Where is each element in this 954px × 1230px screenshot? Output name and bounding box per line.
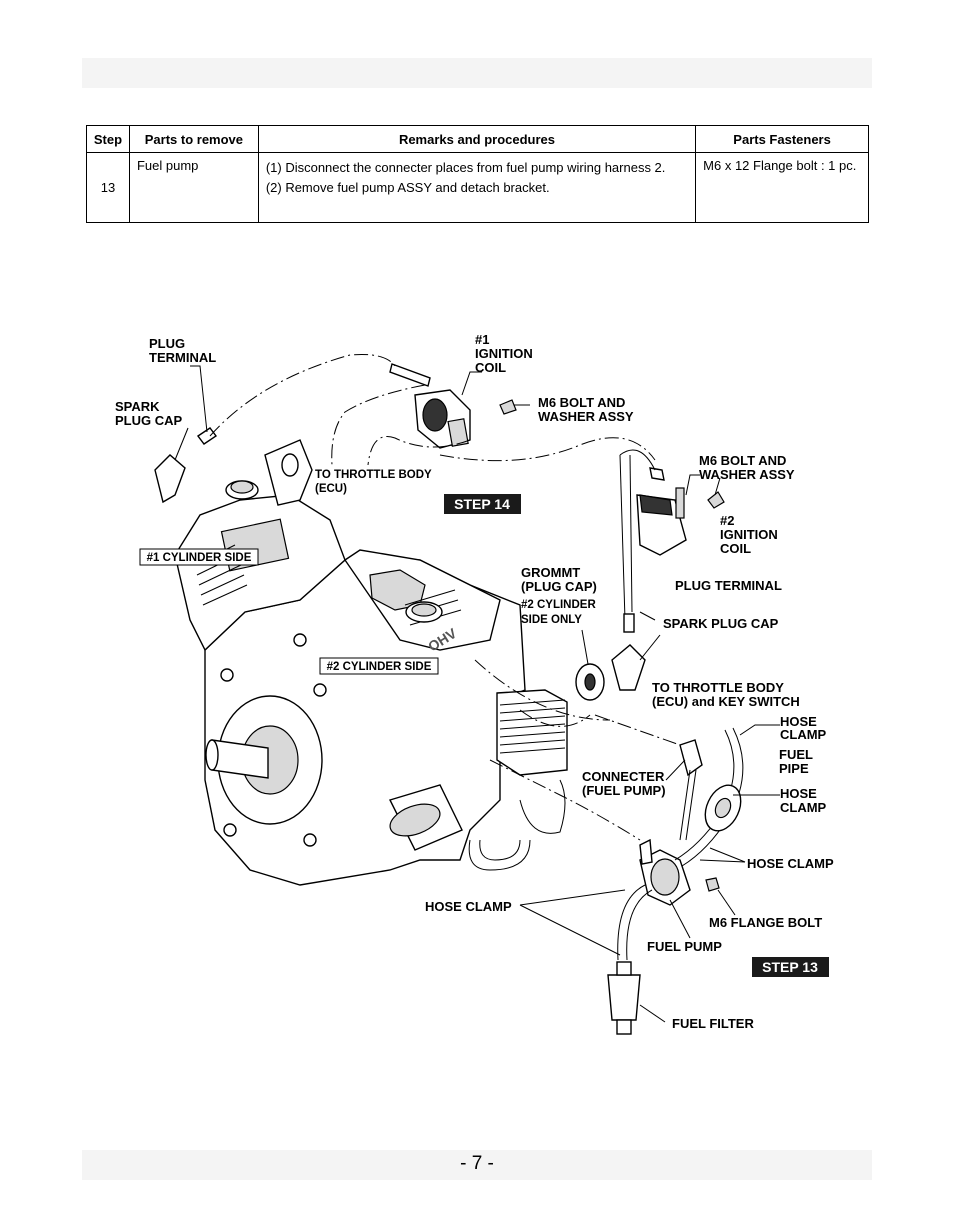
- label-bolt-washer-1: M6 BOLT AND WASHER ASSY: [538, 395, 634, 424]
- cyl1-side-tag: #1 CYLINDER SIDE: [139, 548, 259, 566]
- label-connecter: CONNECTER (FUEL PUMP): [582, 769, 668, 798]
- step13-badge: STEP 13: [752, 957, 829, 977]
- header-band: [82, 58, 872, 88]
- label-fuel-pipe: FUEL PIPE: [779, 747, 816, 776]
- cyl2-side-tag: #2 CYLINDER SIDE: [319, 657, 439, 675]
- col-header-fasteners: Parts Fasteners: [695, 125, 869, 153]
- svg-text:STEP 13: STEP 13: [762, 959, 818, 975]
- cell-fasteners: M6 x 12 Flange bolt : 1 pc.: [695, 152, 869, 223]
- page-number: - 7 -: [460, 1153, 494, 1174]
- cell-parts: Fuel pump: [128, 152, 259, 223]
- svg-text:#1 CYLINDER SIDE: #1 CYLINDER SIDE: [147, 552, 252, 564]
- step14-badge: STEP 14: [444, 494, 521, 514]
- ignition-coil-2-group: [474, 449, 725, 841]
- remark-line: (1) Disconnect the connecter places from…: [265, 160, 666, 175]
- remark-line: (2) Remove fuel pump ASSY and detach bra…: [265, 180, 550, 195]
- label-spark-plug-cap-2: SPARK PLUG CAP: [663, 616, 779, 631]
- cell-remarks: (1) Disconnect the connecter places from…: [257, 152, 697, 223]
- label-throttle-body-2: TO THROTTLE BODY (ECU) and KEY SWITCH: [652, 680, 800, 709]
- label-ignition-coil-2: #2 IGNITION COIL: [720, 513, 781, 556]
- svg-text:#2 CYLINDER SIDE: #2 CYLINDER SIDE: [327, 661, 432, 673]
- label-hose-clamp-c: HOSE CLAMP: [747, 856, 834, 871]
- table-row: 13 Fuel pump (1) Disconnect the connecte…: [86, 152, 869, 223]
- engine-illustration: OHV: [174, 439, 568, 886]
- label-hose-clamp-b: HOSE CLAMP: [780, 786, 827, 815]
- ignition-coil-1-group: [154, 354, 656, 504]
- table-header-row: Step Parts to remove Remarks and procedu…: [86, 125, 869, 153]
- label-hose-clamp-d: HOSE CLAMP: [425, 899, 512, 914]
- label-spark-plug-cap-1: SPARK PLUG CAP: [115, 399, 183, 428]
- label-flange-bolt: M6 FLANGE BOLT: [709, 915, 822, 930]
- footer-band: [82, 1150, 872, 1180]
- svg-text:STEP 14: STEP 14: [454, 496, 510, 512]
- label-grommet-note: #2 CYLINDER SIDE ONLY: [521, 599, 599, 626]
- label-fuel-pump: FUEL PUMP: [647, 939, 722, 954]
- col-header-remarks: Remarks and procedures: [257, 125, 697, 153]
- diagram-labels: PLUG TERMINAL SPARK PLUG CAP #1 IGNITION…: [115, 332, 834, 1031]
- procedure-table: Step Parts to remove Remarks and procedu…: [86, 125, 869, 223]
- label-plug-terminal-1: PLUG TERMINAL: [149, 336, 216, 365]
- col-header-step: Step: [86, 125, 130, 153]
- label-throttle-body-1: TO THROTTLE BODY (ECU): [315, 469, 435, 495]
- label-bolt-washer-2: M6 BOLT AND WASHER ASSY: [699, 453, 795, 482]
- cell-step: 13: [86, 152, 130, 223]
- label-plug-terminal-2: PLUG TERMINAL: [675, 578, 782, 593]
- label-fuel-filter: FUEL FILTER: [672, 1016, 754, 1031]
- label-ignition-coil-1: #1 IGNITION COIL: [475, 332, 536, 375]
- fuel-system-group: [519, 709, 780, 1035]
- label-hose-clamp-a: HOSE CLAMP: [780, 714, 827, 742]
- label-grommet: GROMMT (PLUG CAP): [521, 565, 597, 594]
